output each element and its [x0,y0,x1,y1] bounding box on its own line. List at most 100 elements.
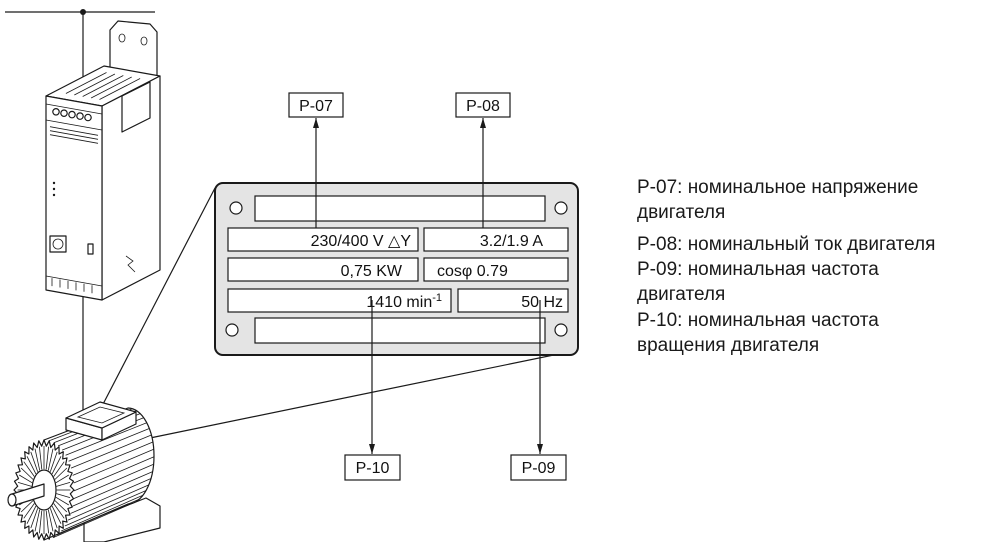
fan-cover-rib [53,503,65,519]
speed-value: 1410 min-1 [366,292,442,311]
electric-motor [7,401,161,542]
cooling-fin [52,501,136,539]
control-knob [52,238,64,250]
fan-cover-rib [30,451,39,472]
terminal-screw [76,112,84,120]
terminal-screw [60,109,68,118]
fan-cover-rib [26,456,37,475]
status-led [52,187,56,191]
cooling-fin [70,478,152,514]
fan-cover-rib [30,508,39,529]
callout-label-p08: P-08 [466,98,500,115]
callout-box-p08 [455,92,511,118]
terminal-screw [84,113,92,122]
cooling-fin [73,463,154,500]
fan-cover-rib [54,467,68,480]
motor-nameplate: 230/400 V △Y 3.2/1.9 A 0,75 KW cosφ 0.79… [214,182,579,356]
front-vents [49,126,99,144]
nameplate-rivet [229,201,243,215]
power-factor-field [423,257,569,282]
callout-box-p07 [288,92,344,118]
top-vents [65,72,141,100]
fan-cover-rib [20,500,34,513]
cooling-fin [68,428,150,462]
current-value: 3.2/1.9 A [480,233,543,250]
current-field [423,227,569,252]
mounting-hole-left [118,33,126,43]
motor-feet [83,497,161,542]
cooling-fin [73,456,155,492]
fan-cover-rib [49,508,58,529]
frequency-inverter [45,20,161,301]
voltage-value: 230/400 V △Y [311,233,412,250]
legend-line: P-09: номинальная частота [637,259,879,280]
cooling-fin [64,490,147,527]
fan-cover-rib [20,467,34,480]
power-value: 0,75 KW [341,263,403,280]
cooling-fin [72,441,154,476]
fan-cover-rib [55,496,70,506]
cooling-fin [57,498,140,536]
terminal-screw [52,108,60,116]
legend-line: двигателя [637,202,725,223]
power-factor-value: cosφ 0.79 [437,263,508,280]
legend-line: P-10: номинальная частота [637,310,879,331]
legend-line: P-07: номинальное напряжение [637,177,918,198]
nameplate-rivet [225,323,239,337]
terminal-box-lid [76,406,126,424]
fan-cover-rib [23,461,35,477]
cooling-fin [72,471,153,507]
nameplate-rivet [554,201,568,215]
speed-field [227,288,452,313]
magnifier-line-upper [99,187,216,411]
fan-cover-rib [45,446,49,470]
fan-cover-rib [49,451,58,472]
side-label-plate [121,81,151,133]
front-vent-slot [49,130,99,140]
inverter-front-face [45,95,103,301]
fan-cover-rib [39,510,43,534]
fan-cover-rib [51,505,62,524]
fan-cover-rib [54,500,68,513]
speed-number: 1410 min [366,294,432,311]
status-led [52,181,56,185]
parameter-callouts: P-07 P-08 P-10 P-09 [288,92,567,481]
terminal-box-top [65,401,137,429]
terminal-screw [68,110,76,119]
top-vent-slot [74,73,116,96]
legend-line: P-08: номинальный ток двигателя [637,234,935,255]
status-leds [52,181,56,197]
front-vent-slot [49,126,99,136]
cooling-fin [73,448,154,484]
fan-cover-rib [34,448,41,471]
control-terminal-strip-line [45,275,103,287]
fan-cover-rib [47,448,54,471]
callout-label-p07: P-07 [299,98,333,115]
control-connector [87,243,94,255]
fan-cover-rib [18,474,33,484]
cooling-fin [70,434,152,469]
nameplate-rivet [554,323,568,337]
warning-lightning-icon [125,255,136,273]
nameplate-empty-field-top [254,195,546,222]
fan-cover-rib [26,505,37,524]
callout-label-p10: P-10 [356,460,390,477]
magnifier-lines [99,187,579,439]
fan-cover-rib [56,493,71,498]
control-knob-panel [49,235,67,253]
fan-cover-rib [45,510,49,534]
parameter-legend: P-07: номинальное напряжение двигателя P… [637,177,935,356]
callout-box-p09 [510,454,567,481]
cooling-fin [61,494,144,532]
fan-cover-rib [39,446,43,470]
terminal-lower-ledge-line [45,119,103,131]
control-terminals [51,278,93,294]
callout-box-p10 [344,454,401,481]
legend-line: вращения двигателя [637,335,819,356]
fan-cover-rib [55,474,70,484]
fan-cover-rib [34,509,41,532]
voltage-field [227,227,419,252]
nameplate-empty-field-bottom [254,317,546,344]
cooling-fin [67,484,149,521]
